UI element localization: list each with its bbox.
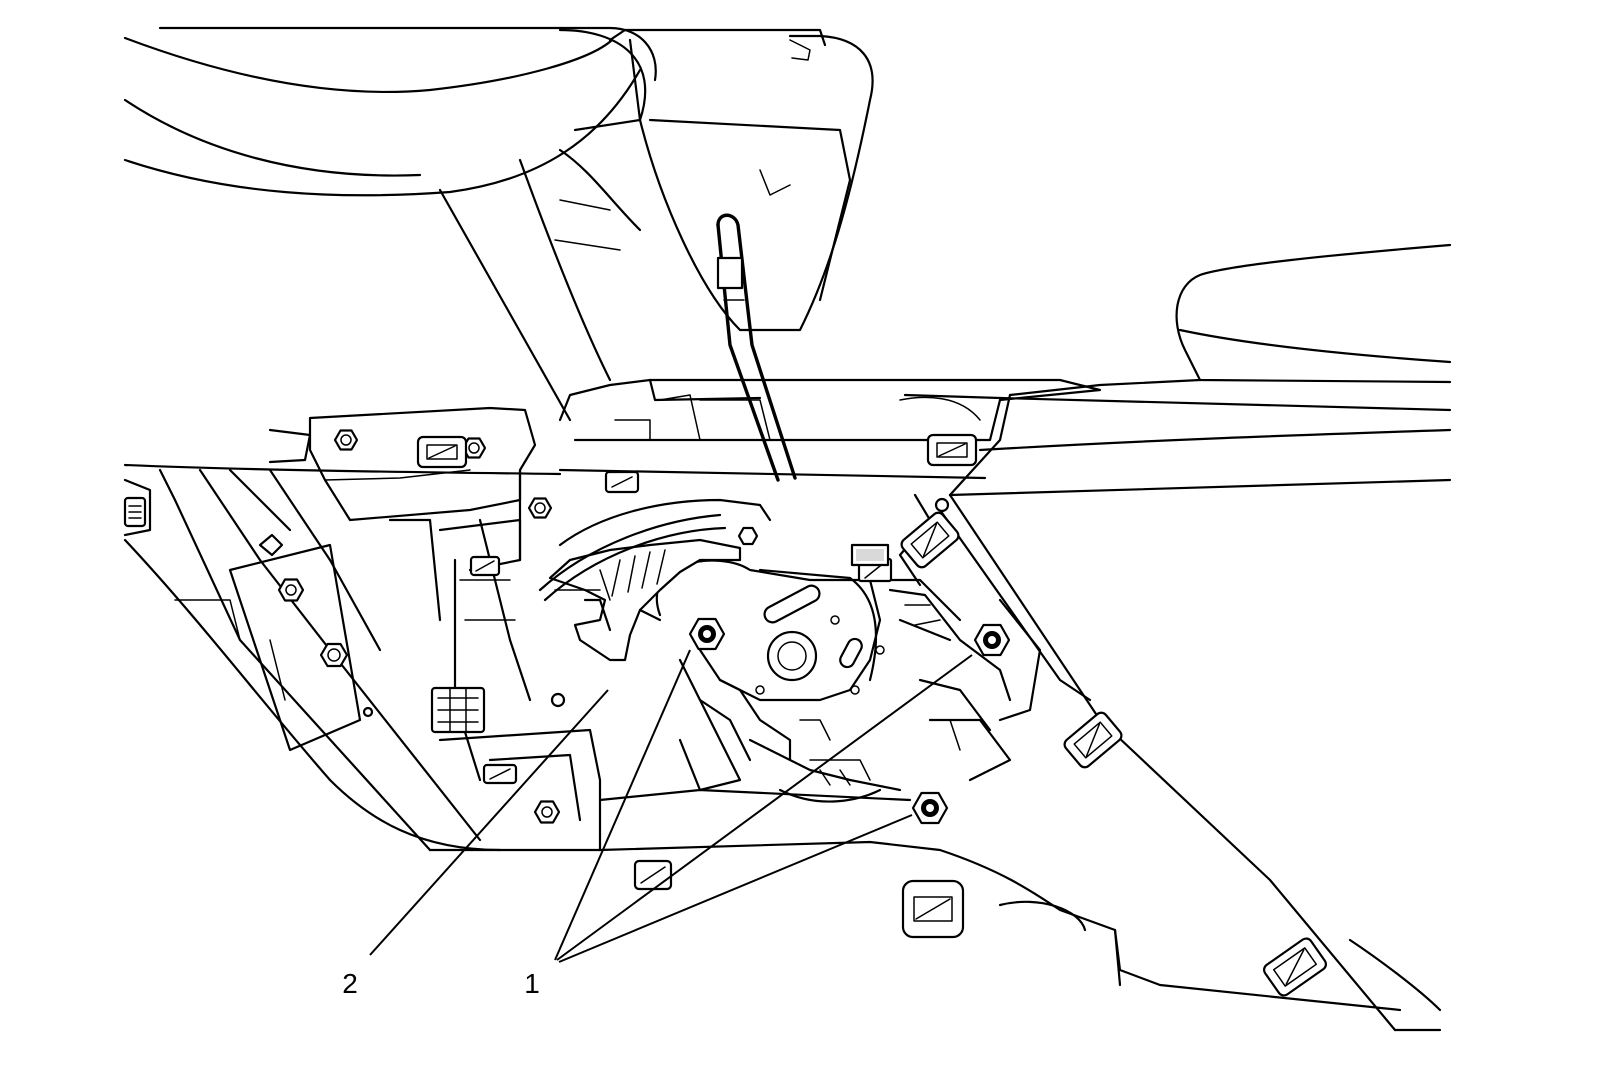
fasteners bbox=[258, 429, 950, 824]
armrest-console bbox=[948, 243, 1452, 497]
console-frame bbox=[518, 378, 1102, 562]
left-bracket-plate bbox=[268, 406, 537, 522]
connector bbox=[430, 686, 486, 734]
lower-left-panels bbox=[123, 463, 602, 852]
leader-1b bbox=[556, 654, 973, 961]
slot-right bbox=[839, 637, 863, 669]
bolt-tip bbox=[258, 533, 284, 557]
mounting-nut-3 bbox=[911, 791, 949, 825]
mounting-nuts bbox=[688, 617, 1011, 825]
callout-label-1: 1 bbox=[524, 968, 540, 999]
slot-upper bbox=[763, 584, 821, 624]
leader-lines bbox=[369, 649, 973, 963]
leader-1a bbox=[554, 649, 691, 961]
center-console-upper bbox=[438, 28, 874, 422]
mounting-nut-2 bbox=[973, 623, 1011, 657]
leader-1c bbox=[558, 814, 913, 963]
clips bbox=[123, 433, 1328, 997]
mounting-nut-1 bbox=[688, 617, 726, 651]
pivot-hub bbox=[766, 630, 818, 682]
shifter-mechanism bbox=[656, 559, 1012, 803]
arc-guide bbox=[538, 498, 772, 602]
callout-label-2: 2 bbox=[342, 968, 358, 999]
leader-2 bbox=[369, 689, 609, 956]
lever-collar bbox=[716, 256, 744, 290]
upper-dash-trim bbox=[123, 26, 657, 197]
shift-lever bbox=[716, 213, 797, 482]
right-trim-panel bbox=[898, 493, 1442, 1032]
bracket-part bbox=[548, 538, 742, 662]
